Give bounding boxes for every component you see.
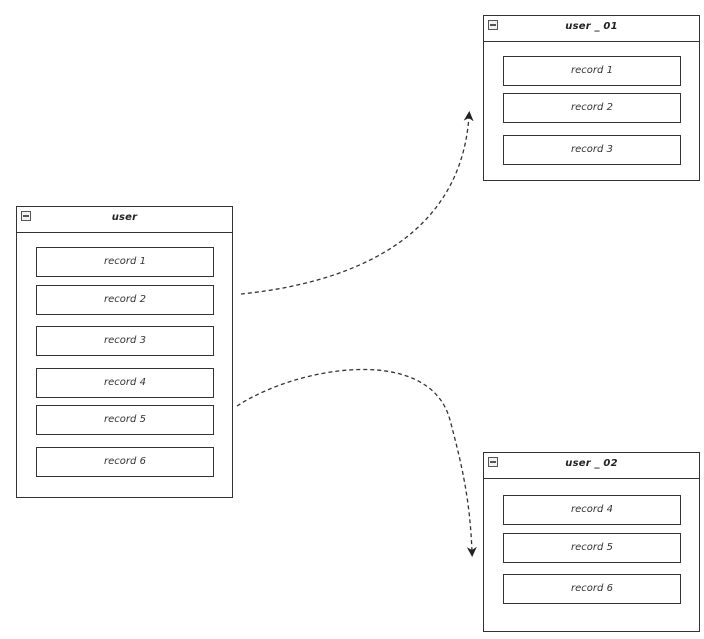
table-user-01[interactable]: user _ 01 record 1 record 2 record 3	[483, 15, 700, 181]
table-user-title: user	[111, 212, 138, 223]
table-user-01-record-3[interactable]: record 3	[503, 135, 681, 165]
collapse-icon[interactable]	[488, 20, 498, 30]
table-user-01-record-2[interactable]: record 2	[503, 93, 681, 123]
table-user-record-4[interactable]: record 4	[36, 368, 214, 398]
table-user-02-record-6[interactable]: record 6	[503, 574, 681, 604]
table-user-record-1[interactable]: record 1	[36, 247, 214, 277]
table-user-record-5[interactable]: record 5	[36, 405, 214, 435]
table-user-02-record-5[interactable]: record 5	[503, 533, 681, 563]
table-user-02[interactable]: user _ 02 record 4 record 5 record 6	[483, 452, 700, 632]
table-user-header: user	[17, 207, 232, 233]
table-user-02-title: user _ 02	[565, 458, 618, 469]
table-user-record-3[interactable]: record 3	[36, 326, 214, 356]
table-user-record-2[interactable]: record 2	[36, 285, 214, 315]
table-user-01-title: user _ 01	[565, 21, 618, 32]
table-user-record-6[interactable]: record 6	[36, 447, 214, 477]
table-user-02-record-4[interactable]: record 4	[503, 495, 681, 525]
table-user[interactable]: user record 1 record 2 record 3 record 4…	[16, 206, 233, 498]
connector-user-to-user-02	[236, 368, 477, 557]
connector-user-to-user-01	[240, 111, 474, 295]
table-user-01-header: user _ 01	[484, 16, 699, 42]
table-user-02-header: user _ 02	[484, 453, 699, 479]
table-user-01-record-1[interactable]: record 1	[503, 56, 681, 86]
collapse-icon[interactable]	[21, 211, 31, 221]
collapse-icon[interactable]	[488, 457, 498, 467]
